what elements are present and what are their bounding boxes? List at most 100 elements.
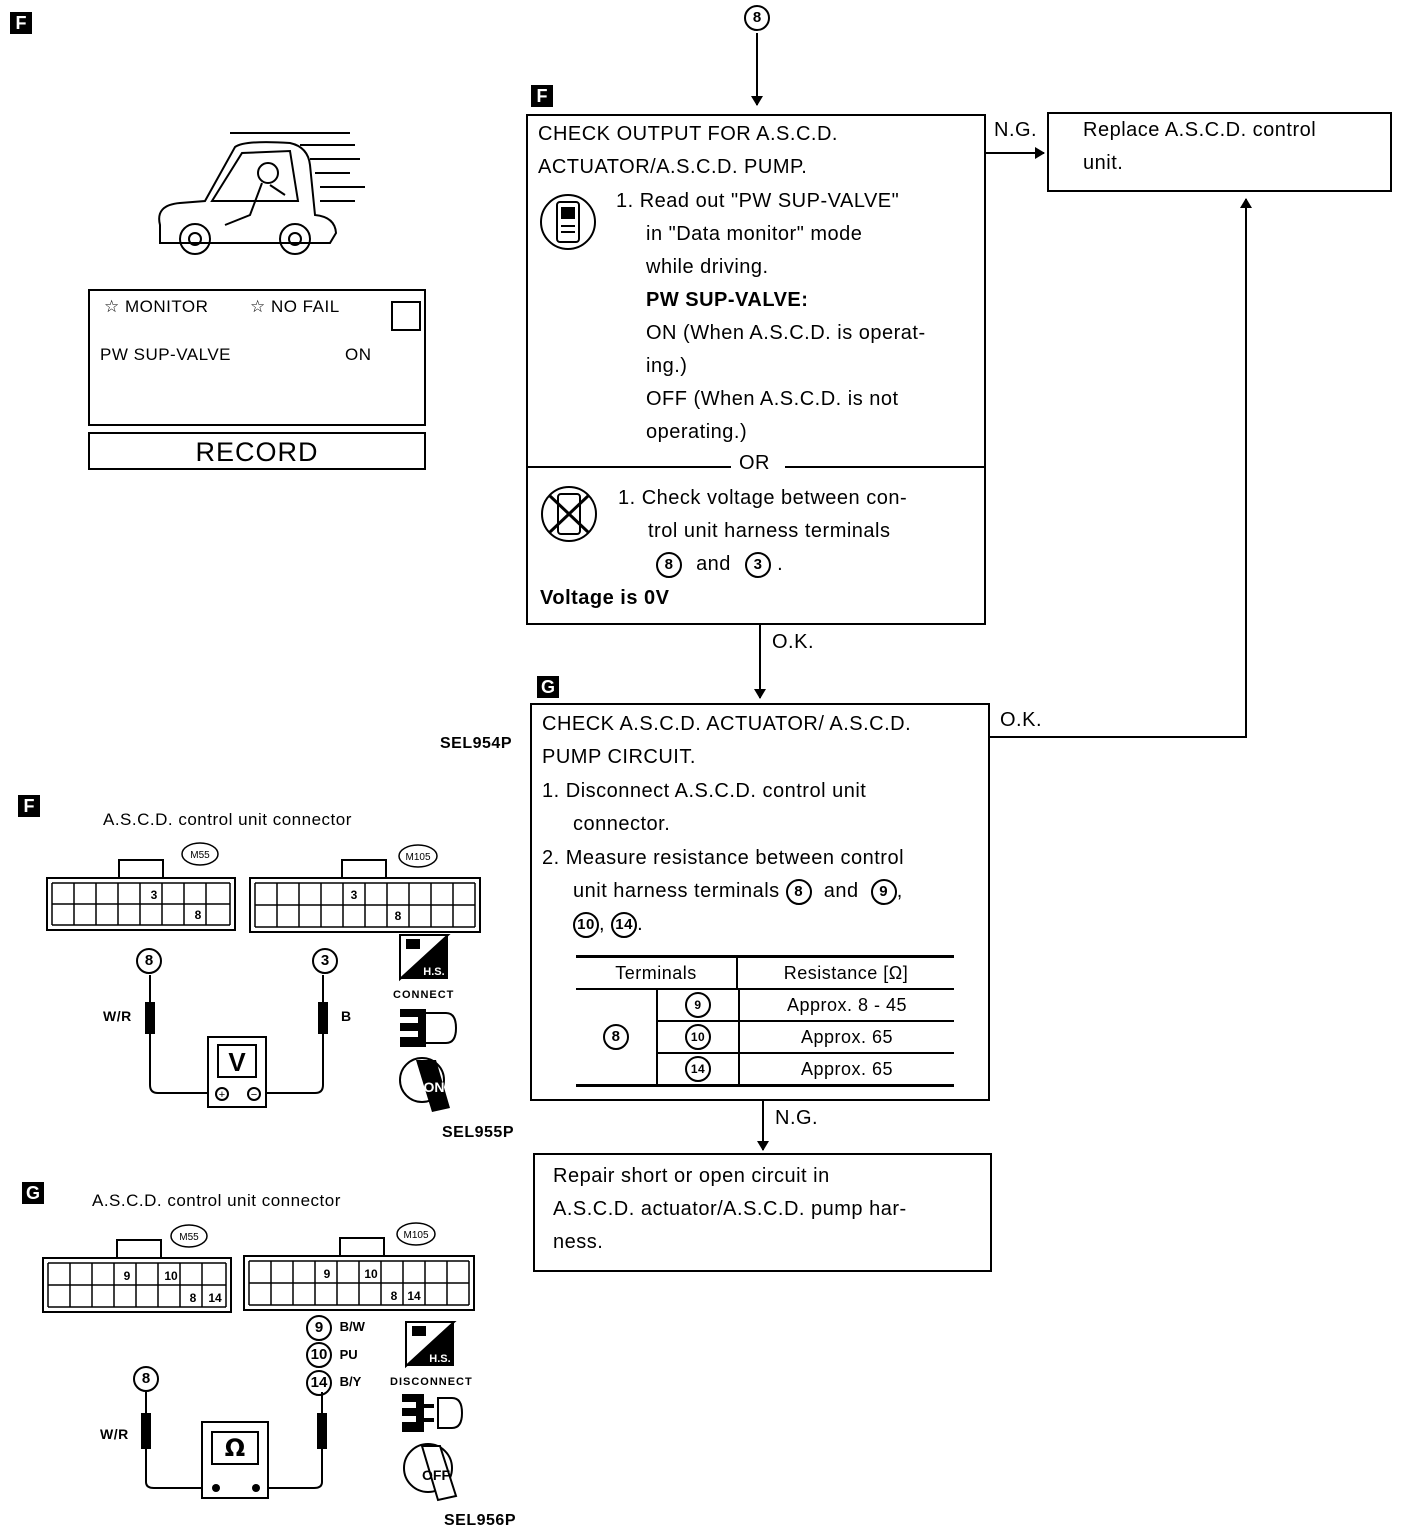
meter-label: V <box>228 1047 246 1077</box>
screen-nofail-label: ☆ NO FAIL <box>250 297 340 316</box>
fig3-hs-icon: H.S. <box>405 1321 457 1369</box>
resistance-header: Resistance [Ω] <box>737 958 954 990</box>
pin-3: 3 <box>351 888 358 902</box>
ok-label-2: O.K. <box>1000 709 1043 731</box>
pin-10: 10 <box>164 1269 178 1283</box>
step-f-tag: F <box>531 85 553 107</box>
replace-box: Replace A.S.C.D. control unit. <box>1047 112 1392 192</box>
fig2-code: SEL955P <box>442 1124 514 1141</box>
connector-id: M105 <box>403 1230 428 1241</box>
pin-8: 8 <box>195 908 202 922</box>
terminal-3: 3 <box>745 551 771 578</box>
fig2-connect-label: CONNECT <box>393 989 455 1001</box>
legend-row: 14 B/Y <box>306 1368 365 1396</box>
ng-label-2: N.G. <box>775 1107 819 1129</box>
from-terminal: 8 <box>576 990 658 1084</box>
repair-box: Repair short or open circuit in A.S.C.D.… <box>533 1153 992 1272</box>
fig3-probe-left-label: 8 <box>133 1366 159 1392</box>
ohmmeter-circuit: Ω <box>141 1392 327 1499</box>
fig3-wire-left: W/R <box>100 1426 129 1442</box>
svg-text:H.S.: H.S. <box>429 1353 450 1365</box>
fig3-tag: G <box>22 1182 44 1204</box>
to-terminal: 9 <box>657 990 740 1022</box>
voltage-result: Voltage is 0V <box>540 587 670 609</box>
fig2-probe-left-label: 8 <box>136 948 162 974</box>
screen-checkbox <box>391 301 421 331</box>
fig2-tag: F <box>18 795 40 817</box>
top-reference: 8 <box>744 5 770 31</box>
step-g-box: CHECK A.S.C.D. ACTUATOR/ A.S.C.D. PUMP C… <box>530 703 990 1101</box>
screen-item-value: ON <box>345 345 372 364</box>
meter-label: Ω <box>225 1434 245 1462</box>
fig2-connector-m55: M55 3 8 <box>46 842 236 931</box>
connector-unplugged-icon <box>398 1394 464 1432</box>
ignition-key-on-icon: ON <box>399 1057 450 1112</box>
voltmeter-circuit: V + − <box>145 975 328 1108</box>
ok-label-1: O.K. <box>772 631 815 653</box>
to-terminal: 10 <box>657 1021 740 1054</box>
step-g-tag: G <box>537 676 559 698</box>
to-terminal: 14 <box>657 1053 740 1084</box>
pin-8: 8 <box>395 909 402 923</box>
fig2-wire-right: B <box>341 1008 352 1024</box>
terminal-10: 10 <box>573 911 599 938</box>
consult-instructions: 1. Read out "PW SUP-VALVE" in "Data moni… <box>616 190 926 443</box>
fig2-hs-icon: H.S. <box>399 934 451 982</box>
pin-14: 14 <box>208 1291 222 1305</box>
ref-circle-8: 8 <box>744 5 770 31</box>
svg-text:H.S.: H.S. <box>423 966 444 978</box>
fig2-probe-right-label: 3 <box>312 948 338 974</box>
pin-14: 14 <box>407 1289 421 1303</box>
resistance-table: Terminals Resistance [Ω] 8 9 Approx. 8 -… <box>576 955 954 1087</box>
terminal-8: 8 <box>785 878 812 905</box>
resistance-value: Approx. 65 <box>739 1021 954 1054</box>
fig3-disconnect-label: DISCONNECT <box>390 1376 473 1388</box>
wire-legend: 9 B/W 10 PU 14 B/Y <box>306 1313 365 1396</box>
pin-9: 9 <box>124 1269 131 1283</box>
connector-id: M55 <box>179 1232 199 1243</box>
consult-icon <box>540 194 596 250</box>
pin-3: 3 <box>151 888 158 902</box>
car-driver-illustration <box>158 132 365 255</box>
fig3-connector-m55: M55 9 10 8 14 <box>42 1224 232 1313</box>
terminal-8: 8 <box>656 551 682 578</box>
svg-text:ON: ON <box>424 1079 445 1095</box>
step-g-item-1: 1. Disconnect A.S.C.D. control unit conn… <box>542 780 867 835</box>
svg-text:+: + <box>219 1089 225 1101</box>
screen-monitor-label: ☆ MONITOR <box>104 297 209 316</box>
fig1-tag: F <box>10 12 32 34</box>
pin-8: 8 <box>190 1291 197 1305</box>
resistance-value: Approx. 65 <box>800 1058 894 1079</box>
ignition-key-off-icon: OFF <box>403 1443 458 1502</box>
step-f-box: CHECK OUTPUT FOR A.S.C.D. ACTUATOR/A.S.C… <box>526 114 986 625</box>
step-f-title: CHECK OUTPUT FOR A.S.C.D. ACTUATOR/A.S.C… <box>538 123 838 178</box>
fig2-wire-left: W/R <box>103 1008 132 1024</box>
fig3-title: A.S.C.D. control unit connector <box>92 1191 341 1210</box>
voltage-check-instructions: 1. Check voltage between con- trol unit … <box>618 482 907 581</box>
pin-10: 10 <box>364 1267 378 1281</box>
legend-row: 10 PU <box>306 1341 365 1369</box>
fig1-code: SEL954P <box>440 735 512 752</box>
connector-id: M105 <box>405 852 430 863</box>
spec-label: PW SUP-VALVE: <box>646 289 809 311</box>
or-divider: OR <box>528 452 984 478</box>
connector-id: M55 <box>190 850 210 861</box>
terminals-header: Terminals <box>576 958 738 990</box>
svg-text:OFF: OFF <box>422 1467 450 1483</box>
svg-text:−: − <box>251 1089 257 1101</box>
no-consult-icon <box>541 486 597 542</box>
connector-plugged-icon <box>396 1009 458 1047</box>
terminal-9: 9 <box>870 878 897 905</box>
fig2-title: A.S.C.D. control unit connector <box>103 810 352 829</box>
pin-8: 8 <box>391 1289 398 1303</box>
step-g-item-2: 2. Measure resistance between control un… <box>542 842 904 941</box>
consult-screen: ☆ MONITOR ☆ NO FAIL PW SUP-VALVE ON <box>88 289 426 426</box>
fig2-connector-m105: M105 3 8 <box>249 844 481 933</box>
fig3-connector-m105: M105 9 10 8 14 <box>243 1222 475 1311</box>
record-button: RECORD <box>88 432 426 470</box>
pin-9: 9 <box>324 1267 331 1281</box>
legend-row: 9 B/W <box>306 1313 365 1341</box>
ng-label-1: N.G. <box>994 119 1038 141</box>
fig3-code: SEL956P <box>444 1512 516 1529</box>
